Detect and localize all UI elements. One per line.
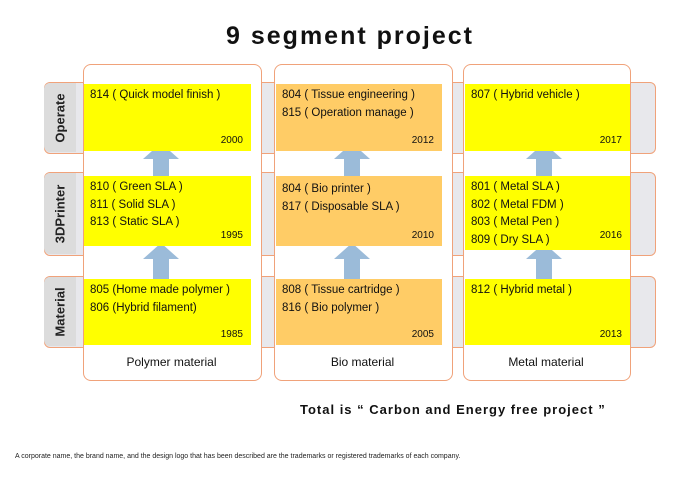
row-label-operate-text: Operate bbox=[52, 92, 68, 143]
cell-line: 812 ( Hybrid metal ) bbox=[471, 284, 572, 296]
column-label-metal: Metal material bbox=[508, 355, 584, 369]
cell-line: 804 ( Bio printer ) bbox=[282, 183, 371, 195]
cell-line: 815 ( Operation manage ) bbox=[282, 106, 414, 119]
cell-year: 2010 bbox=[411, 230, 434, 241]
up-arrow-icon bbox=[526, 143, 562, 183]
cell-bio-3dprinter: 804 ( Bio printer ) 817 ( Disposable SLA… bbox=[276, 176, 442, 246]
cell-year: 1995 bbox=[220, 230, 243, 241]
cell-line: 805 (Home made polymer ) bbox=[90, 284, 230, 296]
cell-line: 809 ( Dry SLA ) bbox=[471, 233, 550, 246]
cell-year: 2017 bbox=[599, 135, 622, 146]
row-label-operate: Operate bbox=[44, 83, 76, 152]
up-arrow-icon bbox=[526, 243, 562, 283]
cell-bio-material: 808 ( Tissue cartridge ) 816 ( Bio polym… bbox=[276, 279, 442, 345]
column-label-bio: Bio material bbox=[330, 355, 395, 369]
cell-line: 806 (Hybrid filament) bbox=[90, 301, 197, 314]
total-statement: Total is “ Carbon and Energy free projec… bbox=[300, 402, 606, 417]
cell-polymer-3dprinter: 810 ( Green SLA ) 811 ( Solid SLA ) 813 … bbox=[84, 176, 251, 246]
cell-line: 804 ( Tissue engineering ) bbox=[282, 89, 415, 101]
cell-year: 2012 bbox=[411, 135, 434, 146]
trademark-footnote: A corporate name, the brand name, and th… bbox=[15, 453, 461, 460]
up-arrow-icon bbox=[143, 143, 179, 183]
cell-line: 807 ( Hybrid vehicle ) bbox=[471, 89, 580, 101]
cell-metal-3dprinter: 801 ( Metal SLA ) 802 ( Metal FDM ) 803 … bbox=[465, 176, 630, 250]
cell-line: 801 ( Metal SLA ) bbox=[471, 181, 560, 193]
row-label-3dprinter-text: 3DPrinter bbox=[52, 184, 68, 243]
up-arrow-icon bbox=[143, 243, 179, 283]
cell-line: 803 ( Metal Pen ) bbox=[471, 216, 560, 228]
cell-polymer-material: 805 (Home made polymer ) 806 (Hybrid fil… bbox=[84, 279, 251, 345]
cell-line: 802 ( Metal FDM ) bbox=[471, 198, 564, 211]
cell-metal-material: 812 ( Hybrid metal ) 2013 bbox=[465, 279, 630, 345]
cell-line: 816 ( Bio polymer ) bbox=[282, 301, 380, 314]
cell-year: 2005 bbox=[411, 329, 434, 340]
cell-polymer-operate: 814 ( Quick model finish ) 2000 bbox=[84, 84, 251, 151]
cell-year: 2016 bbox=[599, 230, 622, 241]
cell-line: 817 ( Disposable SLA ) bbox=[282, 200, 400, 213]
cell-year: 2000 bbox=[220, 135, 243, 146]
cell-year: 2013 bbox=[599, 329, 622, 340]
up-arrow-icon bbox=[334, 143, 370, 183]
row-label-material-text: Material bbox=[52, 286, 68, 337]
cell-bio-operate: 804 ( Tissue engineering ) 815 ( Operati… bbox=[276, 84, 442, 151]
row-label-3dprinter: 3DPrinter bbox=[44, 173, 76, 254]
page-title: 9 segment project bbox=[226, 22, 474, 50]
cell-line: 814 ( Quick model finish ) bbox=[90, 89, 221, 101]
up-arrow-icon bbox=[334, 243, 370, 283]
cell-line: 813 ( Static SLA ) bbox=[90, 216, 180, 228]
cell-line: 810 ( Green SLA ) bbox=[90, 181, 183, 193]
cell-year: 1985 bbox=[220, 329, 243, 340]
row-label-material: Material bbox=[44, 277, 76, 346]
cell-line: 808 ( Tissue cartridge ) bbox=[282, 284, 400, 296]
cell-metal-operate: 807 ( Hybrid vehicle ) 2017 bbox=[465, 84, 630, 151]
column-label-polymer: Polymer material bbox=[126, 355, 217, 369]
cell-line: 811 ( Solid SLA ) bbox=[90, 198, 176, 211]
